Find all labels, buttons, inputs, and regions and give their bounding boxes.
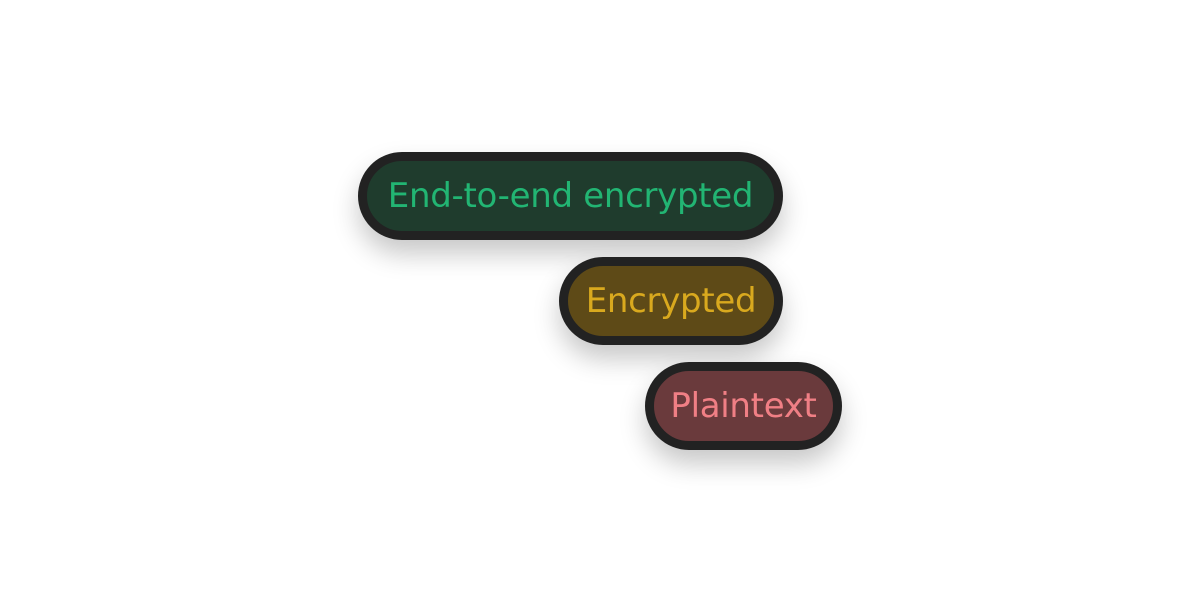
end-to-end-encrypted-badge: End-to-end encrypted — [358, 152, 783, 240]
encrypted-label: Encrypted — [585, 281, 757, 321]
plaintext-badge: Plaintext — [645, 362, 842, 450]
encrypted-badge: Encrypted — [559, 257, 783, 345]
end-to-end-encrypted-label: End-to-end encrypted — [387, 176, 754, 216]
plaintext-label: Plaintext — [670, 386, 817, 426]
